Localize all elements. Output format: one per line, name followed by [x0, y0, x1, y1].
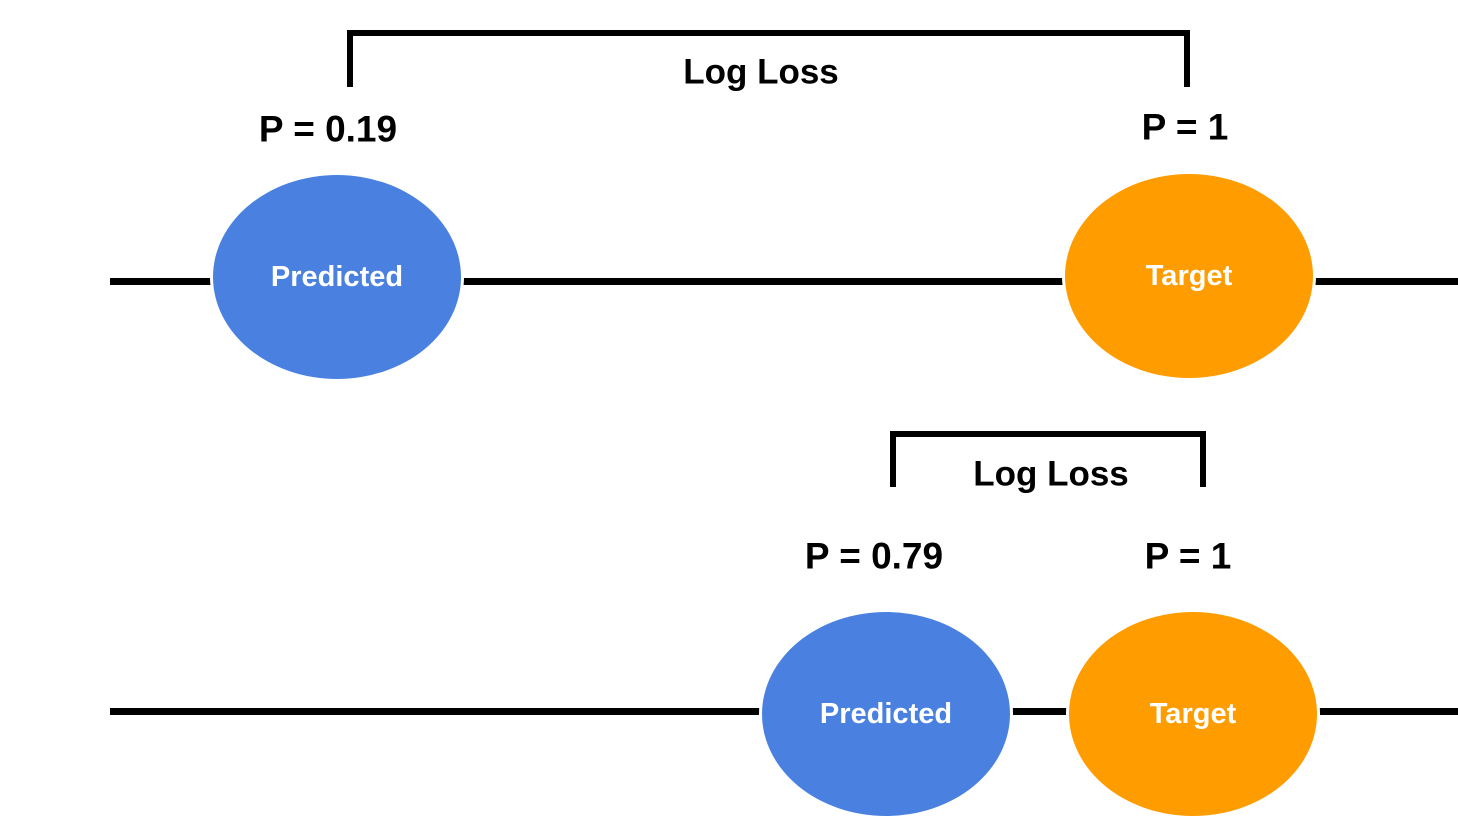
- log-loss-bracket: [347, 30, 1190, 87]
- target-ellipse: Target: [1066, 609, 1320, 819]
- target-probability-label: P = 1: [1141, 106, 1229, 148]
- predicted-ellipse-label: Predicted: [819, 697, 953, 730]
- target-probability-label: P = 1: [1144, 535, 1232, 577]
- log-loss-label: Log Loss: [683, 52, 839, 92]
- predicted-ellipse-label: Predicted: [270, 260, 404, 293]
- target-ellipse: Target: [1062, 171, 1316, 381]
- log-loss-label: Log Loss: [973, 454, 1129, 494]
- predicted-probability-label: P = 0.79: [804, 535, 944, 577]
- log-loss-bracket: [890, 431, 1206, 487]
- target-ellipse-label: Target: [1145, 259, 1233, 292]
- target-ellipse-label: Target: [1149, 697, 1237, 730]
- predicted-ellipse: Predicted: [210, 172, 464, 382]
- predicted-ellipse: Predicted: [759, 609, 1013, 819]
- predicted-probability-label: P = 0.19: [258, 108, 398, 150]
- number-line: [110, 278, 1458, 285]
